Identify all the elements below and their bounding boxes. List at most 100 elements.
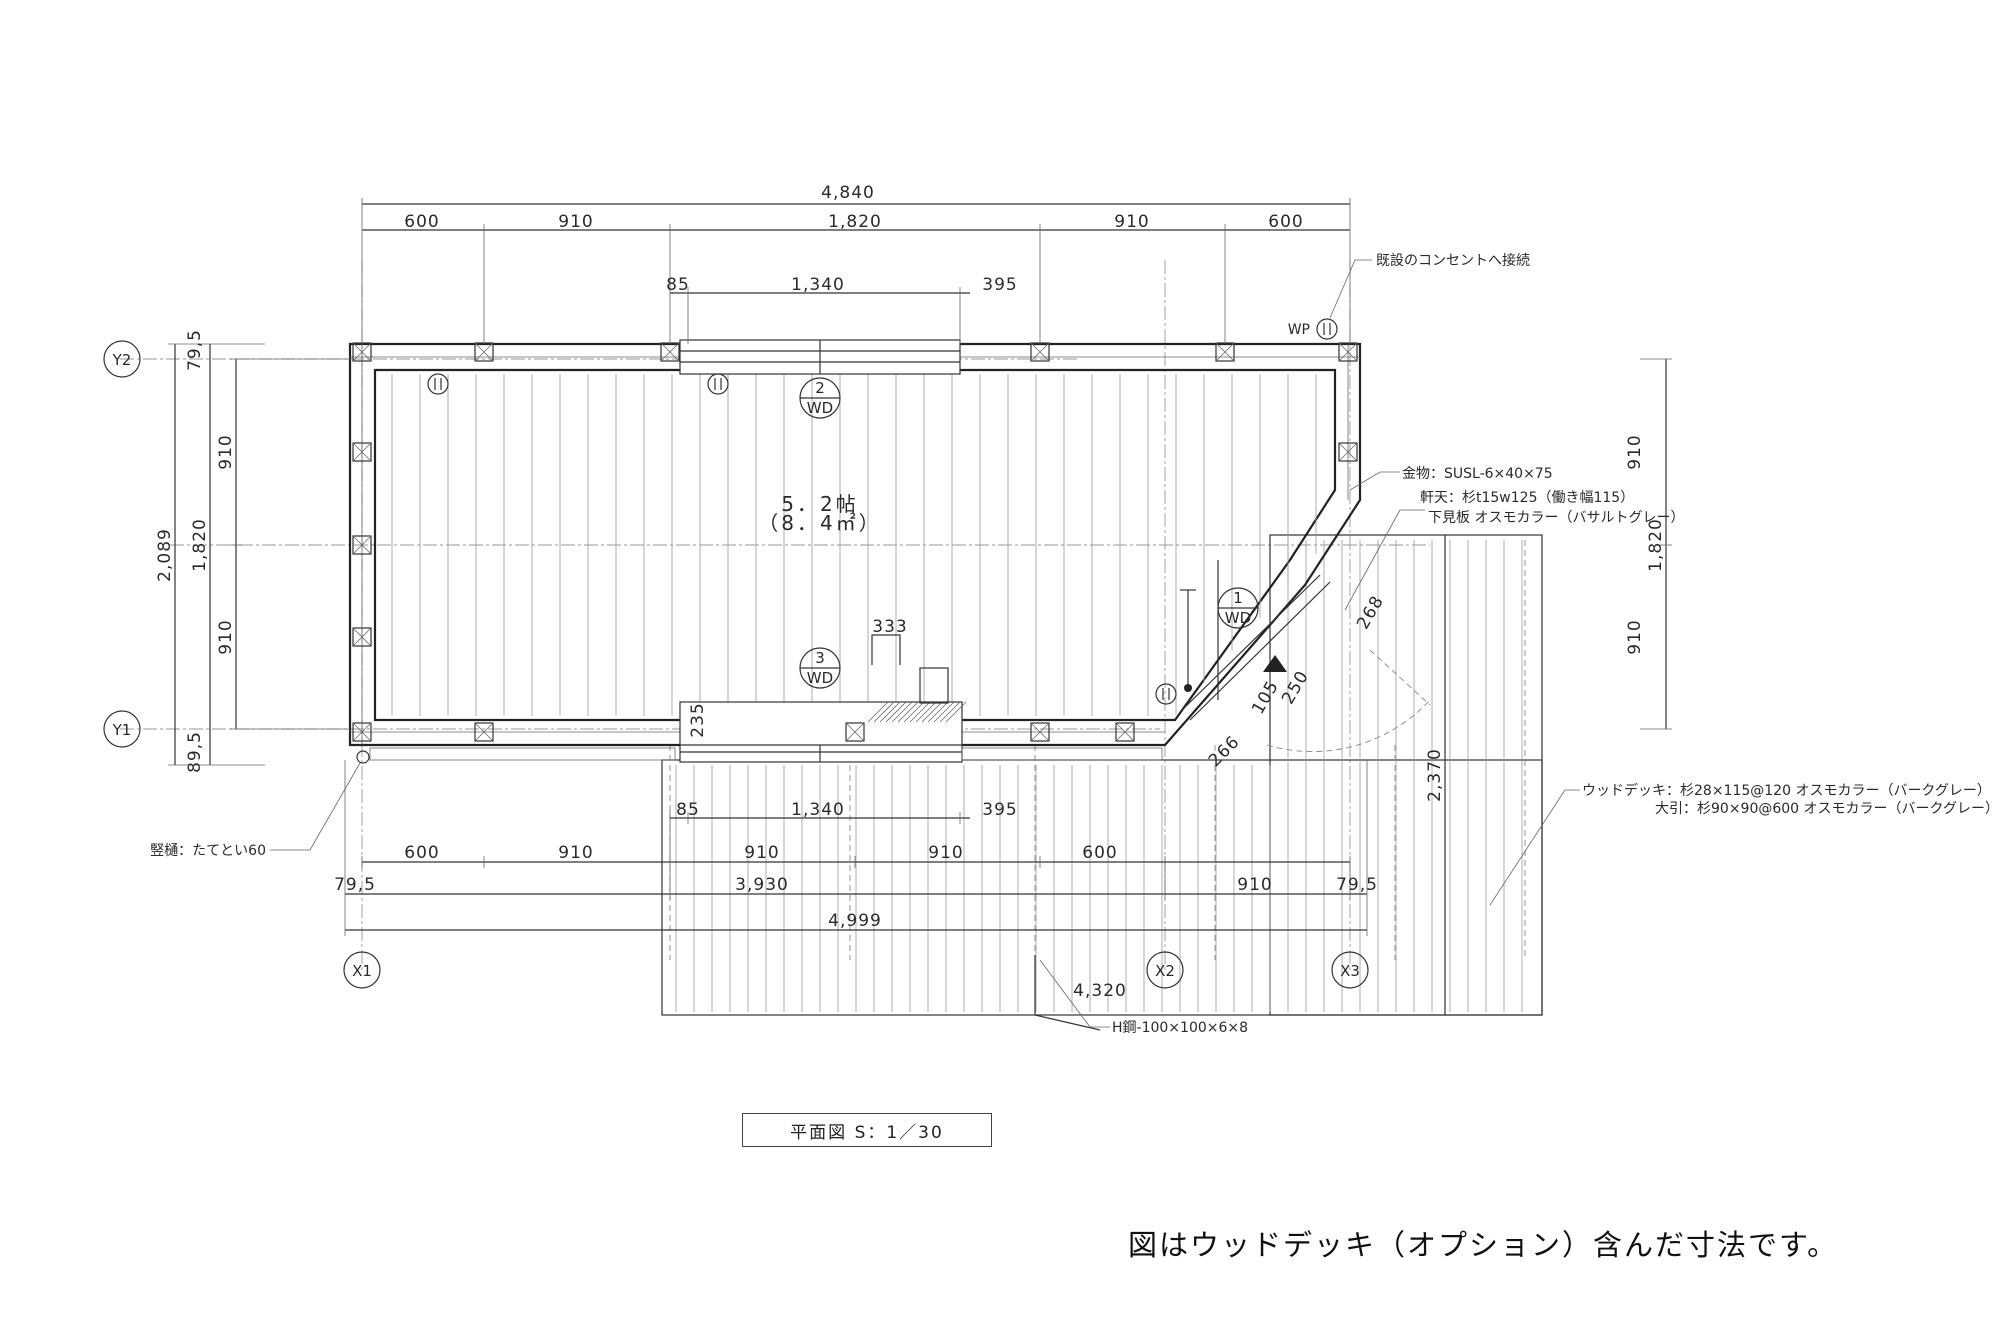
dim-333: 333 [872,617,907,637]
column-cross [352,722,372,742]
column-box [845,722,865,742]
column-cross [1215,342,1235,362]
note-hbeam: H鋼-100×100×6×8 [1112,1020,1248,1036]
building-walls [348,339,1362,764]
hatch-line [873,701,895,723]
note-drain: 竪樋：たてとい60 [150,843,266,859]
marker-bottom-num: 3 [815,649,825,667]
column-box [352,535,372,555]
dim-right-seg-1: 910 [1625,434,1645,469]
column-cross [1338,342,1358,362]
dim-right-seg-2: 910 [1625,619,1645,654]
note-deck-1: ウッドデッキ：杉28×115@120 オスモカラー（バークグレー） [1582,782,1991,799]
dim-top-seg-3: 1,820 [828,212,882,232]
wood-deck [661,534,1543,1016]
dim-bottom-seg-5: 600 [1082,843,1117,863]
room-area-m2: （8．4㎡） [758,511,881,535]
column-box [1338,342,1358,362]
column-box [1338,442,1358,462]
dim-bottom-open-2: 1,340 [791,800,845,820]
hatch-line [909,701,931,723]
dim-bottom-seg-3: 910 [744,843,779,863]
column-cross [352,627,372,647]
grid-label-x3: X3 [1340,962,1360,980]
grid-label-x2: X2 [1155,962,1175,980]
grid-label-x1: X1 [352,962,372,980]
dim-left-mid: 1,820 [190,518,210,572]
dim-door-266: 266 [1205,732,1244,771]
dim-bottom-open-3: 395 [982,800,1017,820]
column-cross [845,722,865,742]
dim-bottom-seg-2: 910 [558,843,593,863]
dim-bottom-seg-4: 910 [928,843,963,863]
hatch-line [897,701,919,723]
column-box [1030,722,1050,742]
dim-bottom-overall: 4,999 [828,911,882,931]
dim-partial-1: 79,5 [334,875,376,895]
column-box [352,627,372,647]
hatch-line [933,701,955,723]
column-cross [474,722,494,742]
column-box [352,442,372,462]
dim-top-seg-2: 910 [558,212,593,232]
column-box [352,722,372,742]
column-cross [1030,342,1050,362]
grid-balloons: Y2 Y1 X1 X2 X3 [103,340,1369,989]
room-area-tatami: 5．2帖 [781,492,858,516]
dimension-texts: 4,840 600 910 1,820 910 600 85 1,340 395… [155,183,1666,1001]
hatch-line [921,701,943,723]
hatch-line [885,701,907,723]
grid-label-y1: Y1 [112,721,132,739]
note-eaves-2: 下見板 オスモカラー（バサルトグレー） [1428,510,1684,526]
hatch-line [879,701,901,723]
dim-door-250: 250 [1278,667,1313,708]
dim-top-overall: 4,840 [821,183,875,203]
hatch-line [939,701,961,723]
dim-top-seg-1: 600 [404,212,439,232]
note-deck-2: 大引：杉90×90@600 オスモカラー（バークグレー） [1655,801,1999,817]
column-cross [1030,722,1050,742]
column-cross [660,342,680,362]
column-cross [1338,442,1358,462]
dim-left-edge-1: 79,5 [185,329,205,371]
opening-markers: 2 WD 3 WD 1 WD WP [427,318,1338,705]
dim-right-mid: 1,820 [1646,518,1666,572]
hatch-line [903,701,925,723]
column-box [474,722,494,742]
note-eaves-1: 軒天：杉t15w125（働き幅115） [1420,490,1634,506]
hatch-line [945,701,967,723]
dim-top-seg-4: 910 [1114,212,1149,232]
dim-left-overall: 2,089 [155,528,175,582]
note-outlet: 既設のコンセントへ接続 [1376,252,1530,269]
dim-partial-3: 910 [1237,875,1272,895]
marker-top-code: WD [807,399,833,417]
dim-left-seg-1: 910 [216,434,236,469]
hatch-line [867,701,889,723]
dimension-lines [168,198,1672,1031]
dim-235: 235 [688,702,708,737]
note-hardware: 金物：SUSL-6×40×75 [1402,466,1553,482]
hatch-line [891,701,913,723]
marker-door-code: WD [1225,609,1251,627]
dim-deck-depth: 2,370 [1425,748,1445,802]
column-cross [352,535,372,555]
hatch-line [915,701,937,723]
dim-left-edge-2: 89,5 [185,731,205,773]
dim-left-seg-2: 910 [216,619,236,654]
dim-partial-2: 3,930 [735,875,789,895]
column-cross [352,342,372,362]
column-cross [352,442,372,462]
annotation-notes: 既設のコンセントへ接続 金物：SUSL-6×40×75 軒天：杉t15w125（… [150,252,1999,1036]
room-label: 5．2帖 （8．4㎡） [758,492,881,535]
column-box [1115,722,1135,742]
column-cross [1115,722,1135,742]
column-cross [474,342,494,362]
marker-top-num: 2 [815,379,825,397]
drawing-scale-label: 平面図 S：1／30 [742,1113,992,1147]
handwritten-note: 図はウッドデッキ（オプション）含んだ寸法です。 [1128,1228,1839,1262]
dim-deck-width: 4,320 [1073,981,1127,1001]
dim-top-open-3: 395 [982,275,1017,295]
wp-label: WP [1288,322,1310,338]
